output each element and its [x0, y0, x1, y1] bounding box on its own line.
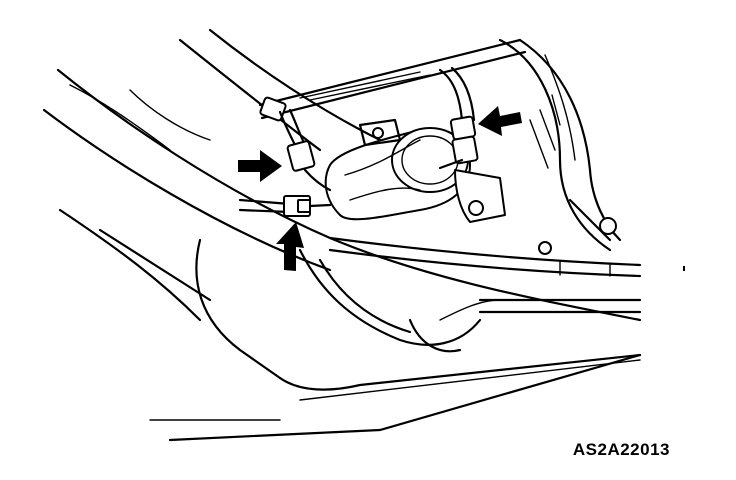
figure-code-label: AS2A22013 — [572, 440, 670, 459]
fuel-filter — [324, 118, 506, 223]
fuel-line-top — [258, 38, 527, 120]
body-bolt — [599, 217, 617, 235]
callout-arrow-left — [238, 150, 282, 182]
outlet-hose — [438, 66, 479, 170]
stray-mark — [683, 266, 685, 271]
callout-arrow-right — [478, 106, 522, 136]
fuel-line-lower — [328, 236, 642, 278]
floor-hole — [538, 241, 552, 255]
inlet-hose — [259, 96, 332, 192]
body-panel — [498, 38, 622, 255]
filter-mount-bolt-right — [468, 200, 484, 216]
hose-connector — [238, 195, 332, 217]
floor-panel — [42, 28, 642, 442]
filter-mount-bolt-left — [372, 127, 384, 139]
callout-arrow-bottom — [276, 222, 304, 271]
crossmember — [298, 248, 642, 353]
